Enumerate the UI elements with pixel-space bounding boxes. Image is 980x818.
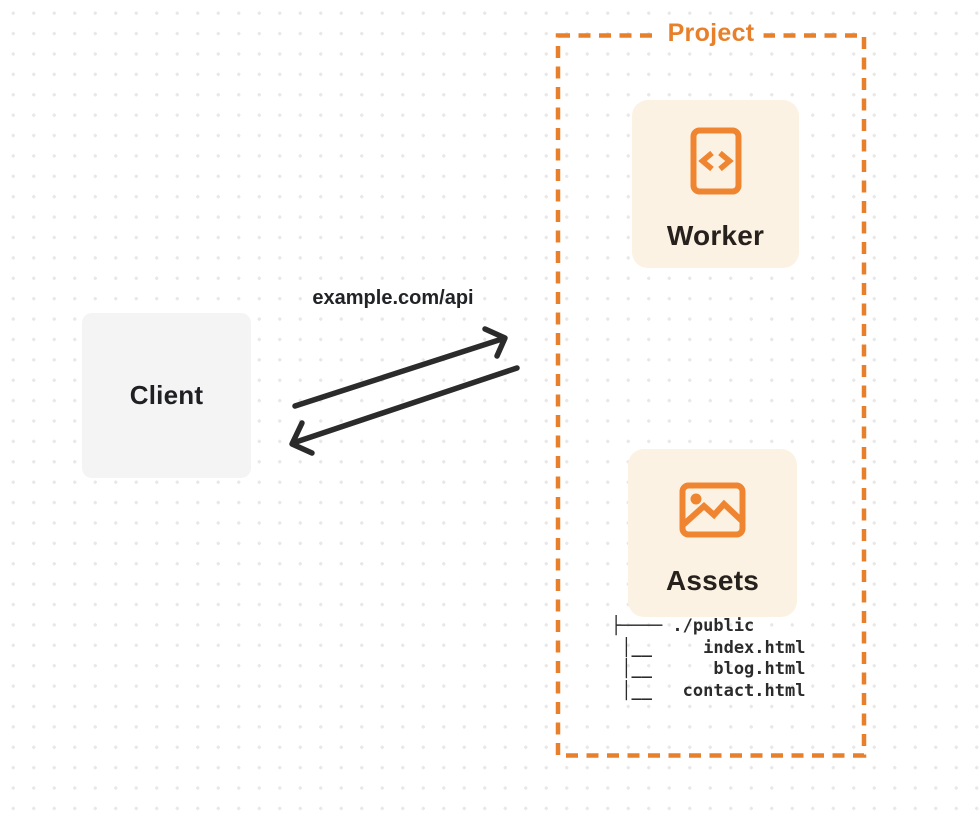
assets-label: Assets [665,565,760,596]
assets-node: Assets [628,449,797,617]
client-node: Client [82,313,251,478]
response-arrow [289,365,520,456]
assets-file-tree: ├──── ./public │__ index.html │__ blog.h… [611,616,806,701]
code-file-icon [690,127,742,195]
image-icon [679,482,746,538]
request-arrow [292,326,508,409]
request-url-label: example.com/api [312,287,474,309]
client-label: Client [129,380,204,410]
worker-node: Worker [632,100,799,268]
project-label: Project [658,19,764,48]
worker-label: Worker [666,220,765,251]
